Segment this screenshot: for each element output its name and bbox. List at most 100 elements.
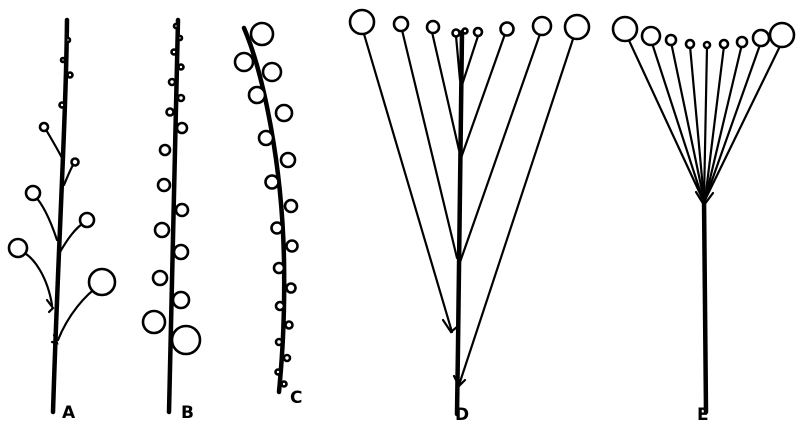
panel-d-bract [452, 374, 467, 388]
panel-a-flower [78, 211, 96, 229]
panel-a-raceme: A [7, 17, 117, 423]
panel-d-flower [499, 21, 515, 37]
panel-d-flower [392, 15, 410, 33]
panel-d-flower [531, 15, 553, 37]
panel-d-pedicel [460, 34, 480, 87]
panel-d-pedicel [400, 28, 459, 260]
panel-c-flower [261, 61, 283, 83]
panel-a-flower [24, 184, 42, 202]
panel-c-flower [264, 174, 280, 190]
panel-d-pedicel [457, 34, 576, 387]
panel-c-flower [272, 261, 286, 275]
panel-c-bud [274, 368, 282, 376]
panel-e-flower [751, 28, 771, 48]
panel-a-pedicel [43, 126, 64, 160]
panel-b-bud [167, 77, 177, 87]
panel-d-bud [451, 28, 461, 38]
panel-d-stem [454, 29, 465, 417]
panel-b-stem [166, 17, 181, 415]
panel-c-bud [274, 337, 284, 347]
panel-c-bud [282, 353, 292, 363]
panel-e-flower [640, 25, 662, 47]
panel-e-ray [703, 42, 744, 202]
panel-a-bud [58, 101, 66, 109]
panel-b-bud [177, 63, 185, 71]
panel-b-flower [172, 243, 190, 261]
panel-e-ray [702, 45, 709, 202]
panel-d-bract [441, 318, 460, 334]
panel-e-ray [649, 38, 705, 202]
panel-c-flower [249, 21, 275, 47]
panel-c-flower [257, 129, 275, 147]
panel-b-bud [165, 107, 175, 117]
panel-e-ray [669, 40, 706, 202]
panel-a-flower [7, 237, 29, 259]
panel-c-flower [233, 51, 255, 73]
panel-c-bud [284, 320, 294, 330]
panel-c-spike: C [233, 21, 302, 408]
panel-b-bud [172, 22, 180, 30]
panel-c-flower [285, 239, 299, 253]
panel-a-flower [87, 267, 117, 297]
panel-a-stem [50, 17, 70, 415]
panel-e-flower [735, 35, 749, 49]
panel-c-flower [285, 282, 297, 294]
panel-a-bud [64, 36, 72, 44]
panel-d-pedicel [454, 34, 462, 82]
panel-d-flower [348, 8, 376, 36]
panel-e-stem [701, 195, 709, 415]
panel-c-flower [247, 85, 267, 105]
panel-a-flower [70, 157, 80, 167]
panel-c-flower [274, 103, 294, 123]
panel-e-ray [703, 44, 726, 202]
panel-b-flower [158, 143, 172, 157]
panel-e-ray [703, 40, 763, 202]
panel-d-corymb: D [348, 8, 591, 425]
panel-c-flower [283, 198, 299, 214]
panel-b-bud [176, 34, 184, 42]
panel-e-flower [684, 38, 696, 50]
panel-d-pedicel [459, 32, 507, 160]
panel-e-flower [611, 15, 639, 43]
panel-a-label: A [62, 403, 76, 423]
panel-a-bract [45, 298, 55, 314]
panel-c-bud [280, 380, 288, 388]
panel-a-pedicel [32, 193, 59, 242]
panel-d-pedicel [362, 32, 454, 334]
panel-c-flower [270, 221, 284, 235]
panel-e-umbel: E [611, 15, 796, 425]
panel-e-ray [624, 32, 705, 202]
panel-b-label: B [181, 403, 194, 423]
panel-a-pedicel [62, 161, 76, 187]
panel-d-flower [425, 19, 441, 35]
panel-a-pedicel [58, 220, 87, 254]
panel-d-flower [563, 13, 591, 41]
panel-a-bract [50, 333, 59, 345]
panel-c-label: C [290, 388, 302, 408]
panel-c-bud [274, 300, 286, 312]
panel-b-flower [141, 309, 167, 335]
panel-b-flower [175, 121, 189, 135]
panel-d-bud [472, 26, 484, 38]
panel-b-flower [151, 269, 169, 287]
panel-a-bud [66, 71, 74, 79]
panel-b-bud [170, 48, 178, 56]
panel-a-bud [59, 56, 67, 64]
panel-e-ray [703, 38, 785, 202]
panel-c-flower [279, 151, 297, 169]
panel-d-pedicel [430, 30, 461, 152]
panel-a-pedicel [16, 248, 54, 307]
panel-a-flower [38, 121, 50, 133]
panel-d-label: D [455, 405, 469, 425]
panel-e-label: E [697, 405, 709, 425]
panel-b-spike: B [141, 17, 202, 423]
panel-e-bud [702, 40, 712, 50]
panel-d-pedicel [457, 32, 542, 267]
panel-c-stem [241, 25, 287, 395]
panel-e-bract [694, 190, 715, 207]
panel-e-flower [664, 33, 678, 47]
panel-b-bud [176, 93, 186, 103]
panel-b-flower [170, 324, 202, 356]
